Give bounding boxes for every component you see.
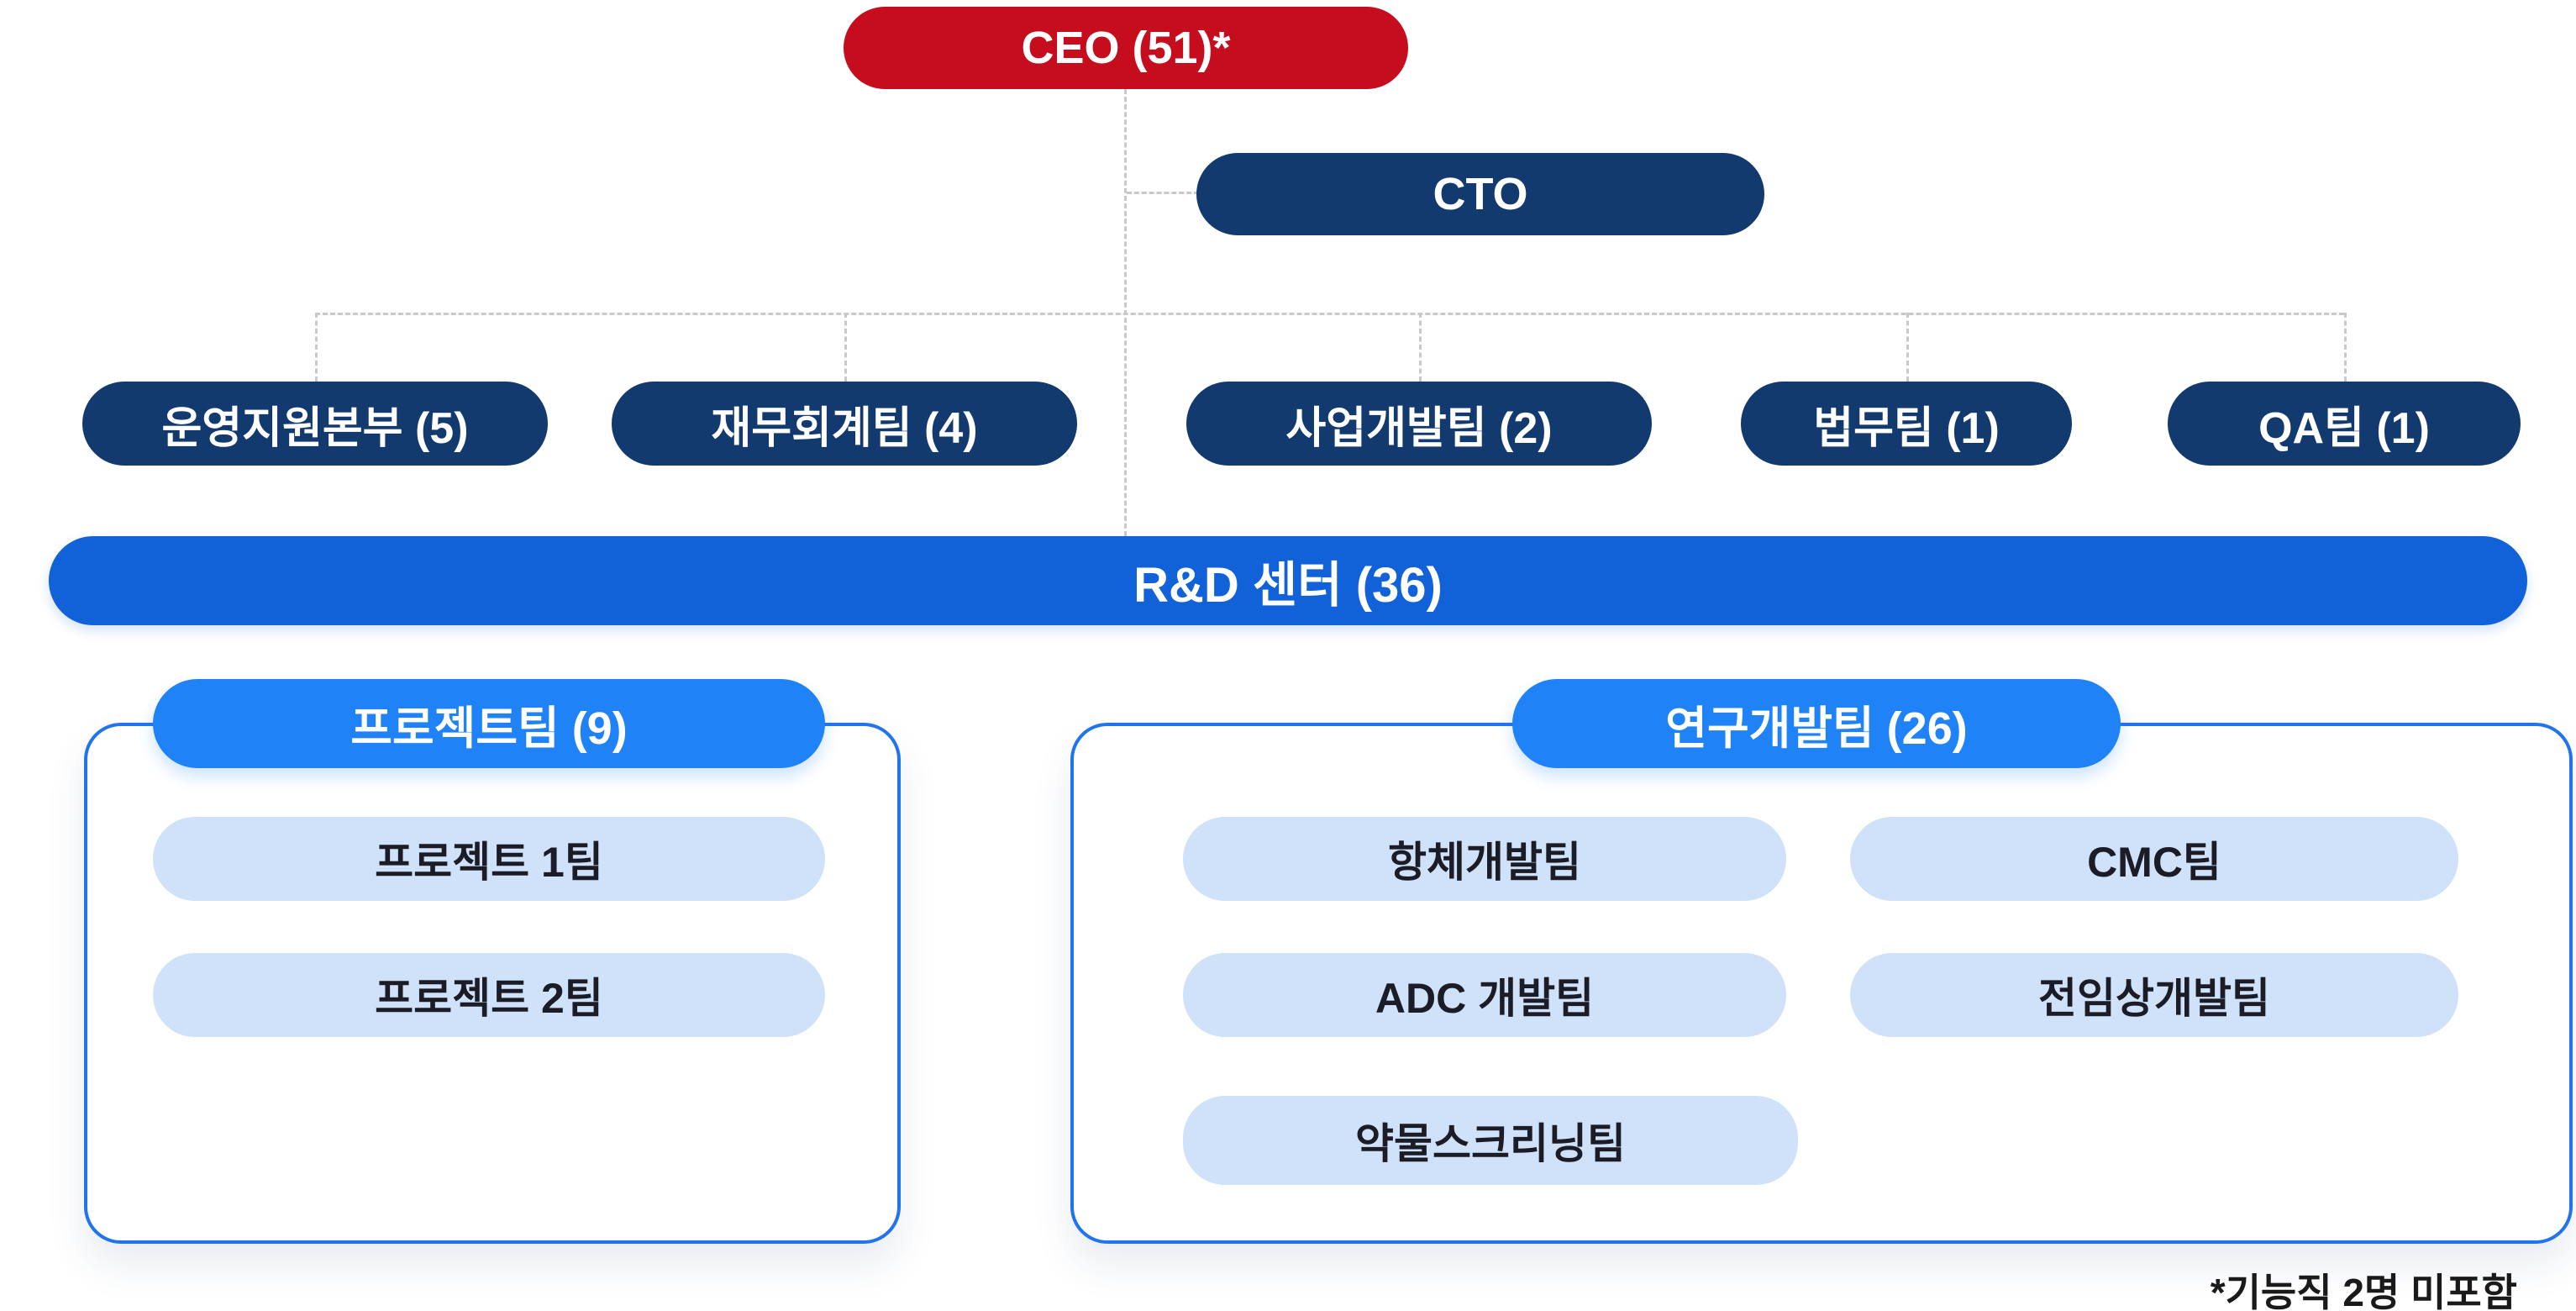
group-header-research: 연구개발팀 (26) [1512,679,2121,768]
connector-departments-hline [315,313,2344,315]
team-pill-antibody-dev: 항체개발팀 [1183,817,1786,901]
team-pill-project-2: 프로젝트 2팀 [153,953,825,1037]
group-header-project: 프로젝트팀 (9) [153,679,825,768]
dept-node-finance-accounting: 재무회계팀 (4) [612,382,1077,466]
connector-dept-stub-1 [844,313,847,382]
dept-node-legal: 법무팀 (1) [1741,382,2072,466]
footnote: *기능직 2명 미포함 [2210,1271,2517,1311]
rnd-center-bar: R&D 센터 (36) [49,536,2527,625]
ceo-node: CEO (51)* [844,7,1408,89]
dept-node-operations-support: 운영지원본부 (5) [82,382,548,466]
connector-dept-stub-2 [1419,313,1422,382]
team-pill-cmc: CMC팀 [1850,817,2458,901]
team-pill-project-1: 프로젝트 1팀 [153,817,825,901]
cto-node: CTO [1196,153,1764,235]
connector-dept-stub-4 [2344,313,2347,382]
team-pill-preclinical-dev: 전임상개발팀 [1850,953,2458,1037]
connector-cto-stub [1127,192,1199,194]
team-pill-drug-screening: 약물스크리닝팀 [1183,1096,1798,1185]
team-pill-adc-dev: ADC 개발팀 [1183,953,1786,1037]
dept-node-qa: QA팀 (1) [2168,382,2521,466]
connector-dept-stub-0 [315,313,318,382]
dept-node-business-development: 사업개발팀 (2) [1186,382,1652,466]
connector-dept-stub-3 [1906,313,1909,382]
